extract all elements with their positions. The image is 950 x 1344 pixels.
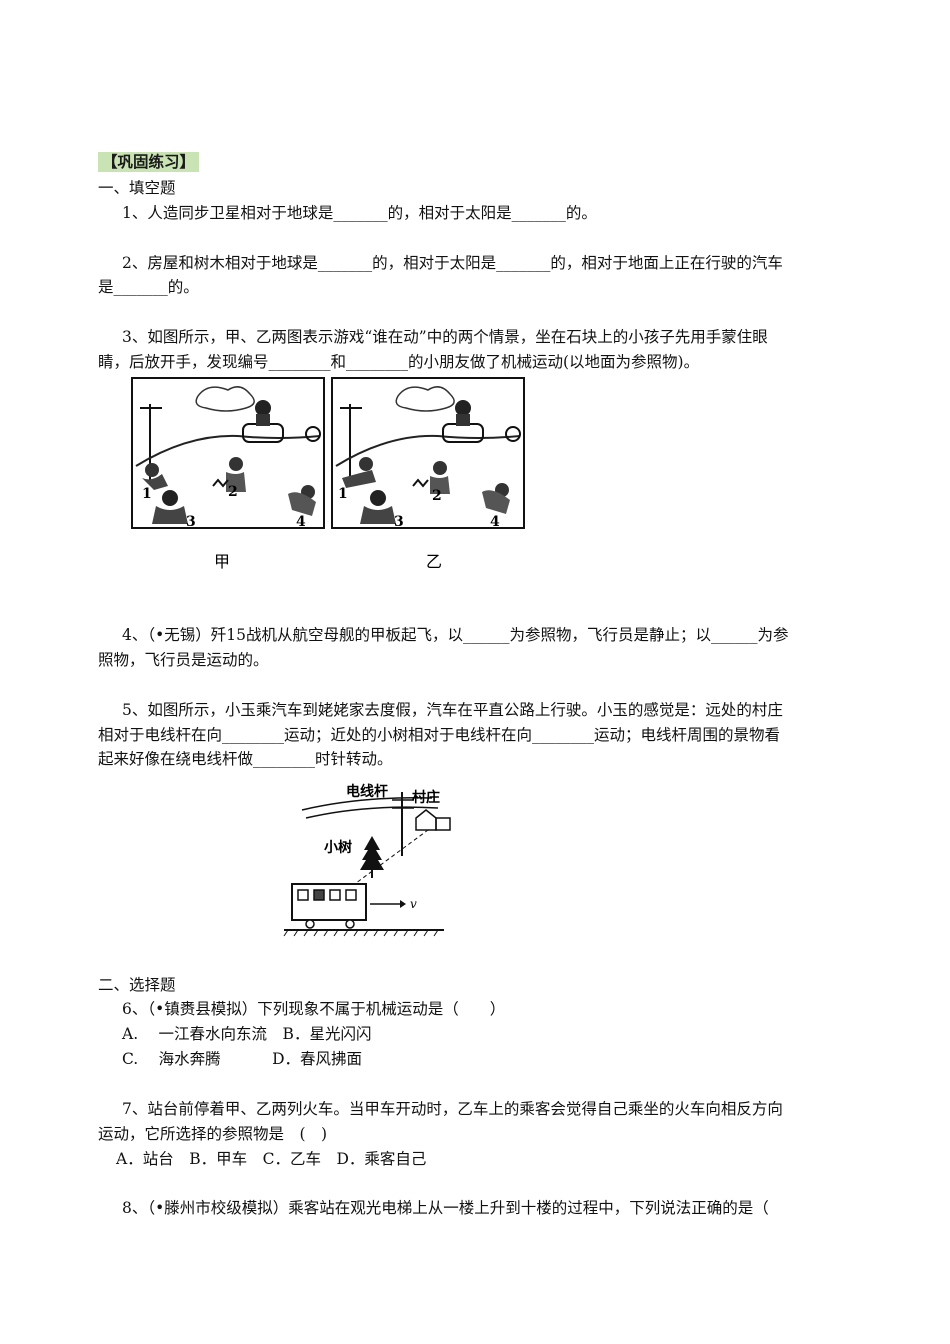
label-velocity: v [410, 897, 417, 911]
section-choice-title: 二、选择题 [98, 976, 176, 994]
section-heading: 【巩固练习】 [98, 152, 200, 172]
question-7-line-1: 7、站台前停着甲、乙两列火车。当甲车开动时，乙车上的乘客会觉得自己乘坐的火车向相… [122, 1100, 783, 1118]
question-1: 1、人造同步卫星相对于地球是_______的，相对于太阳是_______的。 [122, 204, 597, 222]
question-2-line-1: 2、房屋和树木相对于地球是_______的，相对于太阳是_______的，相对于… [122, 254, 783, 272]
panel-jia: 1 2 3 4 [131, 377, 325, 530]
small-tree [360, 836, 384, 870]
section-fill-blank-title: 一、填空题 [98, 179, 176, 197]
question-6-options-ab: A. 一江春水向东流 B．星光闪闪 [122, 1025, 372, 1043]
label-pole: 电线杆 [346, 783, 388, 800]
child-number-1: 1 [142, 486, 152, 502]
question-8-line-1: 8、（•滕州市校级模拟）乘客站在观光电梯上从一楼上升到十楼的过程中，下列说法正确… [122, 1199, 769, 1217]
question-2-line-2: 是_______的。 [98, 278, 199, 296]
child-number-1-yi: 1 [338, 486, 348, 502]
question-4-line-1: 4、（•无锡）歼15战机从航空母舰的甲板起飞，以______为参照物，飞行员是静… [122, 626, 789, 644]
question-5-figure: 电线杆 村庄 小树 v [282, 778, 452, 943]
question-6-options-cd: C. 海水奔腾 D．春风拂面 [122, 1050, 363, 1068]
child-number-2: 2 [228, 484, 238, 500]
question-5-line-3: 起来好像在绕电线杆做________时针转动。 [98, 750, 393, 768]
village-house [415, 809, 437, 831]
label-village: 村庄 [412, 789, 440, 806]
question-7-line-2: 运动，它所选择的参照物是 ( ) [98, 1125, 328, 1143]
child-number-2-yi: 2 [432, 488, 442, 504]
child-number-3-yi: 3 [394, 514, 404, 530]
question-4-line-2: 照物，飞行员是运动的。 [98, 651, 269, 669]
question-5-line-2: 相对于电线杆在向________运动；近处的小树相对于电线杆在向________… [98, 726, 781, 744]
panel-yi: 1 2 3 4 [331, 377, 525, 530]
child-number-4: 4 [296, 514, 306, 530]
question-7-options: A．站台 B．甲车 C．乙车 D．乘客自己 [116, 1150, 427, 1168]
child-number-3: 3 [186, 514, 196, 530]
question-5-line-1: 5、如图所示，小玉乘汽车到姥姥家去度假，汽车在平直公路上行驶。小玉的感觉是：远处… [122, 701, 783, 719]
question-3-line-1: 3、如图所示，甲、乙两图表示游戏“谁在动”中的两个情景，坐在石块上的小孩子先用手… [122, 328, 768, 346]
label-jia: 甲 [214, 552, 230, 571]
label-tree: 小树 [324, 839, 352, 856]
label-yi: 乙 [426, 552, 442, 571]
question-6: 6、（•镇赉县模拟）下列现象不属于机械运动是（ ） [122, 1000, 506, 1018]
child-number-4-yi: 4 [490, 514, 500, 530]
question-3-line-2: 睛，后放开手，发现编号________和________的小朋友做了机械运动(以… [98, 353, 700, 371]
question-3-figure: 1 2 3 4 [128, 374, 528, 574]
